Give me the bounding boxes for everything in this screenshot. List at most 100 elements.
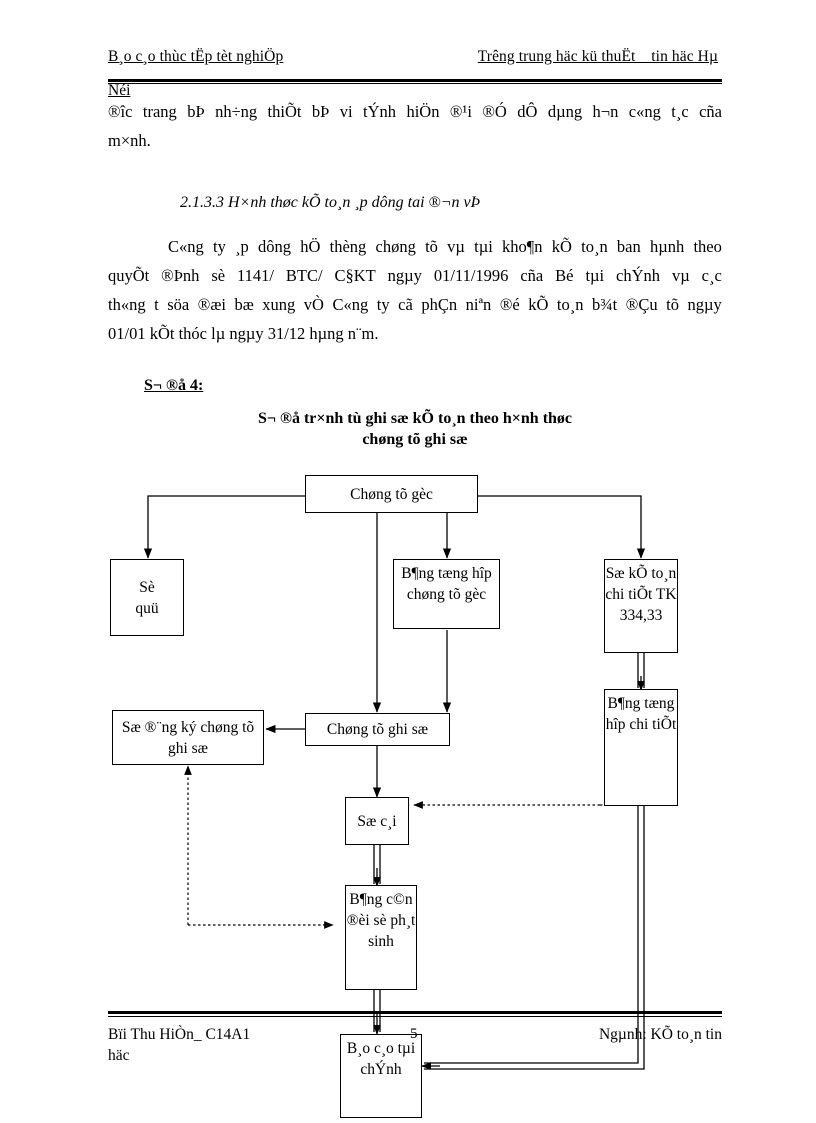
flow-box-so-dang-ky-label: Sæ ®¨ng ký chøng tõ ghi sæ [121, 718, 255, 757]
word: ®Çu [625, 295, 658, 314]
flow-box-bang-tong-hop-chi-tiet-label: B¶ng tæng hîp chi tiÕt [605, 695, 677, 733]
flow-box-chung-tu-goc-label: Chøng tõ gèc [350, 485, 433, 503]
word: C«ng [332, 295, 369, 314]
word: nh÷ng [215, 102, 258, 121]
header-second-line: Néi [108, 82, 131, 99]
word: C«ng [168, 237, 204, 256]
word: kho¶n [502, 237, 543, 256]
word: cña [699, 102, 722, 121]
diagram-label: S¬ ®å 4: [144, 377, 204, 394]
flow-box-bao-cao-tai-chinh[interactable]: B¸o c¸o tµi chÝnh [340, 1034, 422, 1118]
word: tÝnh [363, 102, 397, 121]
word: dÔ [517, 102, 538, 121]
word: ®¹i [449, 102, 472, 121]
word: ngµy [687, 295, 722, 314]
flow-box-bang-tong-hop-chi-tiet[interactable]: B¶ng tæng hîp chi tiÕt [604, 689, 678, 806]
flow-box-bang-can-doi-label: B¶ng c©n ®èi sè ph¸t sinh [346, 891, 416, 950]
word: h¬n [592, 102, 619, 121]
flow-box-so-dang-ky[interactable]: Sæ ®¨ng ký chøng tõ ghi sæ [112, 710, 264, 765]
flow-box-bang-tong-hop-chung-tu-goc-label: B¶ng tæng hîp chøng tõ gèc [401, 565, 492, 603]
diagram-title-line-2: chøng tõ ghi sæ [362, 431, 468, 448]
word: t [154, 295, 159, 314]
section-heading: 2.1.3.3 H×nh thøc kÕ to¸n ¸p dông tai ®¬… [180, 194, 481, 211]
word: niªn [465, 295, 492, 314]
word: ty [212, 237, 226, 256]
header-rule-thick [108, 79, 722, 82]
flow-box-so-cai[interactable]: Sæ c¸i [345, 797, 409, 845]
word: hµnh [649, 237, 685, 256]
word: ¸p [235, 237, 249, 256]
word: ty [376, 295, 390, 314]
flow-box-bang-can-doi[interactable]: B¶ng c©n ®èi sè ph¸t sinh [345, 885, 417, 990]
word: cã [398, 295, 413, 314]
paragraph-one-line-2: m×nh. [108, 131, 151, 150]
word: ®é [499, 295, 520, 314]
word: trang [142, 102, 177, 121]
word: kÕ [528, 295, 549, 314]
word: BTC/ [285, 266, 323, 285]
word: ngµy [387, 266, 422, 285]
paragraph-two-line-3: th«ng t söa ®æi bæ xung vÒ C«ng ty cã ph… [108, 290, 722, 319]
flow-box-bang-tong-hop-chung-tu-goc[interactable]: B¶ng tæng hîp chøng tõ gèc [393, 559, 500, 629]
word: c«ng [628, 102, 661, 121]
word: phÇn [421, 295, 458, 314]
word: ®Þnh [161, 266, 200, 285]
word: bÞ [187, 102, 205, 121]
word: ®æi [197, 295, 226, 314]
word: th«ng [108, 295, 146, 314]
word: ®îc [108, 102, 133, 121]
footer-page-number: 5 [410, 1026, 418, 1042]
word: cña [520, 266, 544, 285]
word: thèng [329, 237, 367, 256]
flow-box-bao-cao-tai-chinh-label: B¸o c¸o tµi chÝnh [346, 1040, 416, 1078]
word: Bé [555, 266, 574, 285]
word: tõ [425, 237, 438, 256]
flow-box-chung-tu-goc[interactable]: Chøng tõ gèc [305, 475, 478, 513]
word: vi [339, 102, 353, 121]
word: dµng [547, 102, 583, 121]
flow-box-so-cai-label: Sæ c¸i [357, 812, 397, 830]
word: söa [167, 295, 190, 314]
flow-box-chung-tu-ghi-so[interactable]: Chøng tõ ghi sæ [305, 713, 450, 746]
header-rule-thin [108, 83, 722, 84]
page-header: B¸o c¸o thùc tËp tèt nghiÖp Trêng trung … [108, 48, 720, 66]
word: chÝnh [616, 266, 661, 285]
word: to¸n [581, 237, 608, 256]
word: b¾t [592, 295, 618, 314]
word: 01/11/1996 [433, 266, 509, 285]
header-left-text: B¸o c¸o thùc tËp tèt nghiÖp [108, 48, 284, 65]
word: c¸c [701, 266, 722, 285]
paragraph-one-line-1: ®îc trang bÞ nh÷ng thiÕt bÞ vi tÝnh hiÖn… [108, 97, 722, 126]
word: xung [262, 295, 296, 314]
flow-box-so-ke-toan-chi-tiet-label: Sæ kÕ to¸n chi tiÕt TK 334,33 [605, 565, 677, 624]
word: to¸n [556, 295, 584, 314]
word: ban [616, 237, 641, 256]
footer-rule-thick [108, 1011, 722, 1014]
word: tµi [474, 237, 493, 256]
word: vÒ [303, 295, 324, 314]
word: C§KT [334, 266, 376, 285]
word: 1141/ [236, 266, 274, 285]
flow-box-so-ke-toan-chi-tiet[interactable]: Sæ kÕ to¸n chi tiÕt TK 334,33 [604, 559, 678, 653]
paragraph-two-line-1: C«ng ty ¸p dông hÖ thèng chøng tõ vµ tµi… [108, 232, 722, 261]
word: bÞ [311, 102, 330, 121]
word: quyÕt [108, 266, 150, 285]
word: hiÖn [406, 102, 440, 121]
word: ®Ó [482, 102, 507, 121]
word: chøng [375, 237, 416, 256]
word: tµi [585, 266, 605, 285]
flow-box-chung-tu-ghi-so-label: Chøng tõ ghi sæ [326, 721, 429, 738]
word: vµ [671, 266, 690, 285]
footer-author: Bïi Thu HiÒn_ C14A1 häc [108, 1026, 251, 1064]
word: bæ [234, 295, 254, 314]
paragraph-two-line-4: 01/01 kÕt thóc lµ ngµy 31/12 hµng n¨m. [108, 324, 379, 343]
word: thiÕt [267, 102, 302, 121]
word: tõ [666, 295, 679, 314]
flow-box-so-quy-label: Sè quü [135, 578, 159, 617]
diagram-title-line-1: S¬ ®å tr×nh tù ghi sæ kÕ to¸n theo h×nh … [257, 410, 573, 427]
paragraph-two-line-2: quyÕt ®Þnh sè 1141/ BTC/ C§KT ngµy 01/11… [108, 261, 722, 290]
header-right-text: Trêng trung häc kü thuËt _ tin häc Hµ [477, 48, 718, 65]
flow-box-so-quy[interactable]: Sè quü [110, 559, 184, 636]
word: t¸c [671, 102, 689, 121]
